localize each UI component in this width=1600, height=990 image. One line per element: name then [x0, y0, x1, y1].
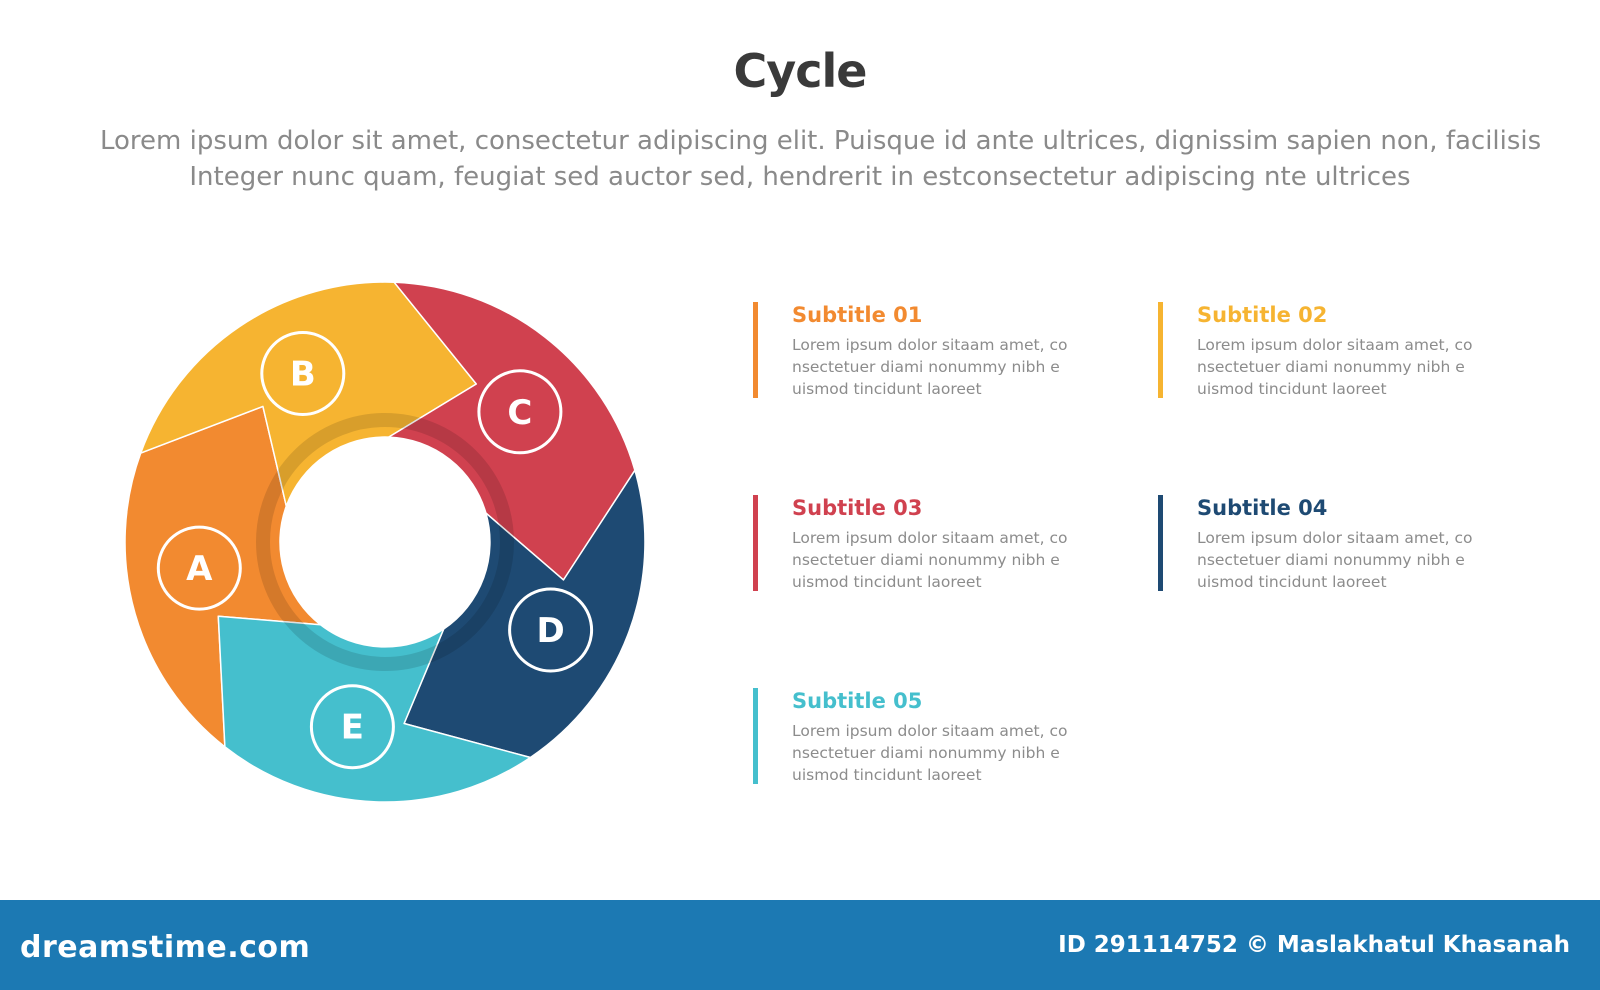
image-credit: ID 291114752 © Maslakhatul Khasanah	[1058, 932, 1570, 958]
desc-line: Lorem ipsum dolor sitaam amet, co	[1197, 336, 1473, 354]
desc-line: nsectetuer diami nonummy nibh e	[792, 744, 1060, 762]
segment-badge-a	[156, 525, 242, 611]
desc-line: nsectetuer diami nonummy nibh e	[1197, 358, 1465, 376]
item-bar	[753, 495, 758, 591]
segment-letter-e: E	[341, 708, 364, 748]
desc-line: nsectetuer diami nonummy nibh e	[792, 551, 1060, 569]
desc-line: Lorem ipsum dolor sitaam amet, co	[1197, 529, 1473, 547]
intro-line: Integer nunc quam, feugiat sed auctor se…	[189, 162, 1411, 192]
item-description: Lorem ipsum dolor sitaam amet, co nsecte…	[1197, 334, 1487, 400]
segment-badge-c	[477, 369, 563, 455]
desc-line: uismod tincidunt laoreet	[792, 766, 982, 784]
segment-letter-c: C	[507, 393, 532, 433]
segment-letter-d: D	[536, 611, 564, 651]
item-title: Subtitle 01	[792, 303, 923, 327]
item-title: Subtitle 04	[1197, 496, 1328, 520]
item-bar	[753, 302, 758, 398]
desc-line: nsectetuer diami nonummy nibh e	[792, 358, 1060, 376]
cycle-center-hole	[280, 437, 490, 647]
item-title: Subtitle 03	[792, 496, 923, 520]
inner-shadow-ring	[256, 413, 514, 671]
intro-line: Lorem ipsum dolor sit amet, consectetur …	[100, 126, 1542, 156]
page-title: Cycle	[733, 44, 868, 98]
item-bar	[753, 688, 758, 784]
cycle-diagram: A B C D E	[124, 281, 646, 803]
segment-letter-b: B	[290, 355, 316, 395]
desc-line: uismod tincidunt laoreet	[792, 573, 982, 591]
intro-text: Lorem ipsum dolor sit amet, consectetur …	[100, 123, 1542, 195]
item-bar	[1158, 495, 1163, 591]
item-title: Subtitle 05	[792, 689, 923, 713]
desc-line: Lorem ipsum dolor sitaam amet, co	[792, 336, 1068, 354]
desc-line: Lorem ipsum dolor sitaam amet, co	[792, 529, 1068, 547]
desc-line: uismod tincidunt laoreet	[1197, 573, 1387, 591]
item-title: Subtitle 02	[1197, 303, 1328, 327]
segment-letter-a: A	[186, 549, 213, 589]
footer-bar: dreamstime.com ID 291114752 © Maslakhatu…	[0, 900, 1600, 990]
item-description: Lorem ipsum dolor sitaam amet, co nsecte…	[792, 720, 1082, 786]
desc-line: uismod tincidunt laoreet	[792, 380, 982, 398]
desc-line: nsectetuer diami nonummy nibh e	[1197, 551, 1465, 569]
segment-badge-b	[260, 331, 346, 416]
desc-line: uismod tincidunt laoreet	[1197, 380, 1387, 398]
segment-badge-d	[508, 587, 594, 673]
item-description: Lorem ipsum dolor sitaam amet, co nsecte…	[1197, 527, 1487, 593]
brand-logo: dreamstime.com	[20, 930, 311, 965]
desc-line: Lorem ipsum dolor sitaam amet, co	[792, 722, 1068, 740]
item-description: Lorem ipsum dolor sitaam amet, co nsecte…	[792, 527, 1082, 593]
item-bar	[1158, 302, 1163, 398]
item-description: Lorem ipsum dolor sitaam amet, co nsecte…	[792, 334, 1082, 400]
segment-badge-e	[309, 684, 395, 770]
